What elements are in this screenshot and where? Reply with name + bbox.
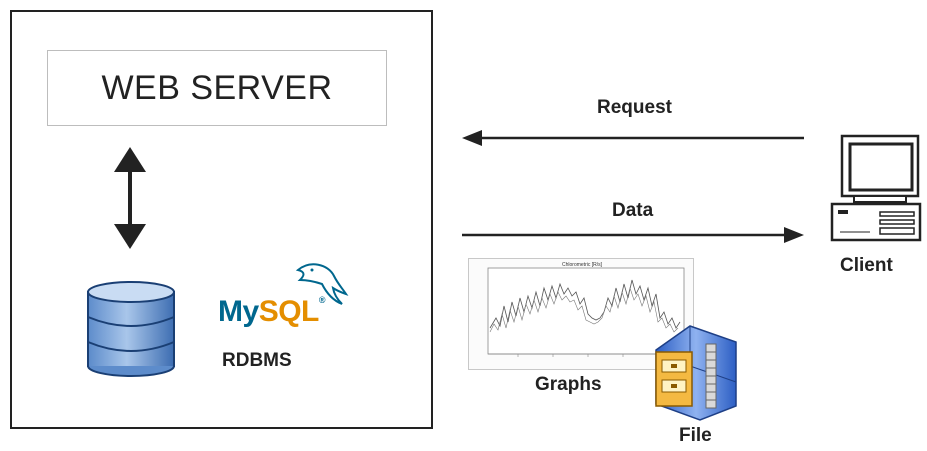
mysql-logo-sql: SQL [258, 295, 320, 328]
data-label: Data [612, 200, 654, 221]
request-arrow-icon [462, 130, 804, 146]
bidirectional-arrow-icon [114, 147, 146, 249]
graphs-label: Graphs [535, 374, 602, 395]
request-label: Request [597, 97, 672, 118]
file-label: File [679, 425, 712, 446]
data-arrow-icon [462, 227, 804, 243]
rdbms-label: RDBMS [222, 350, 292, 371]
web-server-box: WEB SERVER [47, 50, 387, 126]
computer-icon [830, 134, 922, 242]
archive-icon [655, 325, 737, 421]
dolphin-icon [295, 263, 349, 305]
server-panel [10, 10, 433, 429]
database-icon [87, 281, 175, 377]
graph-thumbnail [468, 258, 694, 370]
mysql-logo-reg: ® [318, 295, 326, 305]
mysql-logo: MySQL® [218, 295, 326, 329]
mysql-logo-my: My [218, 295, 259, 328]
web-server-label: WEB SERVER [101, 68, 333, 107]
client-label: Client [840, 255, 893, 276]
graph-thumbnail-title: Chlorometric [R/s] [562, 262, 603, 268]
